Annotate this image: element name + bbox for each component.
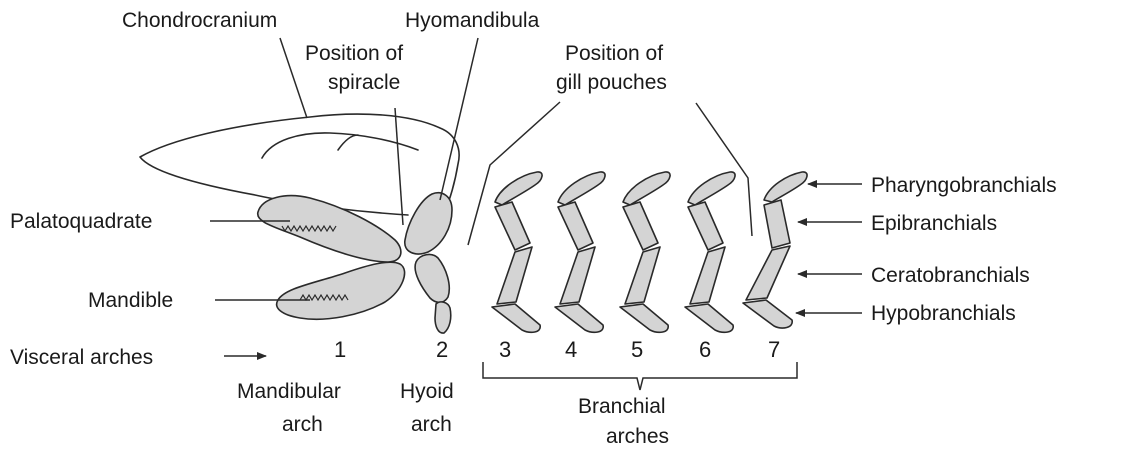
hyoid-arch-bones: [405, 193, 452, 333]
arch-number-7: 7: [768, 337, 780, 362]
hyoid-arch-label-line2: arch: [411, 413, 452, 436]
arch-number-5: 5: [631, 337, 643, 362]
visceral-arches-label: Visceral arches: [10, 346, 153, 369]
arch-number-3: 3: [499, 337, 511, 362]
branchial-arches-label-line1: Branchial: [578, 395, 666, 418]
epibranchials-label: Epibranchials: [871, 212, 997, 235]
pharyngobranchials-label: Pharyngobranchials: [871, 174, 1057, 197]
branchial-arch-7: [743, 172, 807, 328]
arch-number-2: 2: [436, 337, 448, 362]
mandible: [277, 262, 405, 319]
hypobranchials-label: Hypobranchials: [871, 302, 1016, 325]
mandible-label: Mandible: [88, 289, 173, 312]
chondrocranium-label: Chondrocranium: [122, 9, 277, 32]
arch-number-6: 6: [699, 337, 711, 362]
position-of-spiracle-label-line2: spiracle: [328, 71, 400, 94]
branchial-arches-label-line2: arches: [606, 425, 669, 448]
branchial-arch-4: [555, 172, 605, 332]
mandibular-arch-label-line1: Mandibular: [237, 380, 341, 403]
branchial-arch-5: [620, 172, 670, 332]
branchial-arch-6: [685, 172, 735, 332]
hyoid-arch-label-line1: Hyoid: [400, 380, 454, 403]
branchial-bracket: [483, 362, 797, 390]
arch-number-4: 4: [565, 337, 577, 362]
ceratobranchials-label: Ceratobranchials: [871, 264, 1030, 287]
branchial-arch-3: [492, 172, 542, 332]
arch-number-1: 1: [334, 337, 346, 362]
mandibular-arch-label-line2: arch: [282, 413, 323, 436]
position-of-spiracle-label-line1: Position of: [305, 42, 403, 65]
palatoquadrate-label: Palatoquadrate: [10, 210, 152, 233]
position-of-gill-pouches-label-line1: Position of: [565, 42, 663, 65]
hyomandibula-label: Hyomandibula: [405, 9, 540, 32]
palatoquadrate: [258, 196, 401, 262]
position-of-gill-pouches-label-line2: gill pouches: [556, 71, 667, 94]
